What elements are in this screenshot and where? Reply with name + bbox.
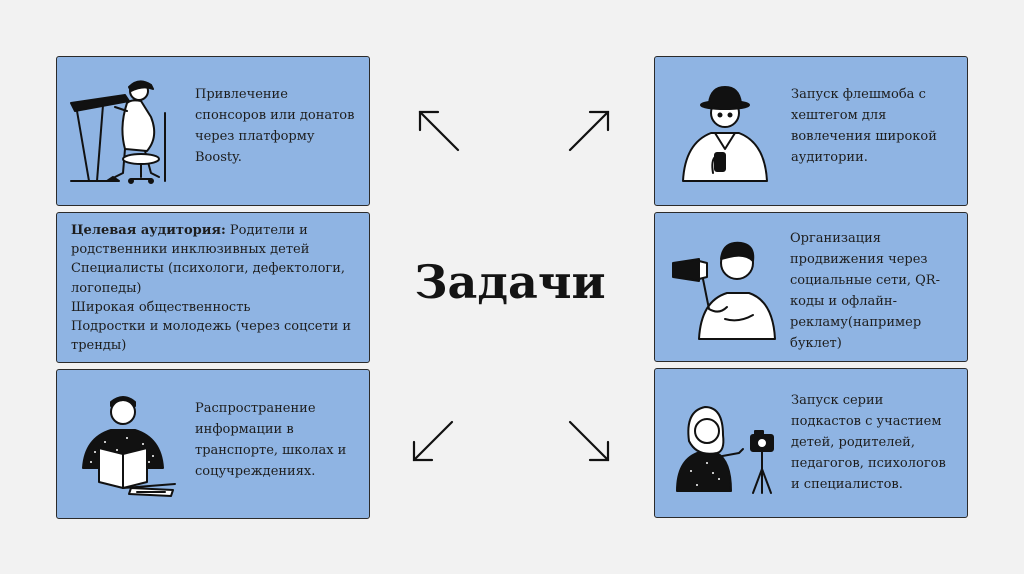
card-info: Распространение информации в транспорте,… xyxy=(56,369,370,519)
card-podcasts: Запуск серии подкастов с участием детей,… xyxy=(654,368,968,518)
audience-line: тренды) xyxy=(71,338,127,354)
card-info-text: Распространение информации в транспорте,… xyxy=(195,401,347,479)
card-flashmob-text: Запуск флешмоба с хештегом для вовлечени… xyxy=(791,87,937,165)
man-with-phone-icon xyxy=(675,77,775,191)
audience-line: Подростки и молодежь (через соцсети и xyxy=(71,319,352,335)
arrow-up-left-icon xyxy=(418,110,460,152)
card-promotion-text: Организация продвижения через социальные… xyxy=(790,231,940,351)
card-sponsors-text: Привлечение спонсоров или донатов через … xyxy=(195,87,355,165)
card-podcasts-text: Запуск серии подкастов с участием детей,… xyxy=(791,393,946,492)
card-promotion: Организация продвижения через социальные… xyxy=(654,212,968,362)
man-with-megaphone-icon xyxy=(669,235,779,349)
audience-heading: Целевая аудитория: xyxy=(71,223,226,238)
arrow-up-right-icon xyxy=(568,110,610,152)
page-title: Задачи xyxy=(414,255,606,309)
card-sponsors: Привлечение спонсоров или донатов через … xyxy=(56,56,370,206)
arrow-down-left-icon xyxy=(412,420,454,462)
audience-line: Специалисты (психологи, дефектологи, xyxy=(71,261,346,277)
woman-with-camera-icon xyxy=(667,391,787,505)
man-reading-book-icon xyxy=(65,392,185,506)
audience-line: Родители и xyxy=(229,223,308,238)
audience-line: Широкая общественность xyxy=(71,299,251,315)
card-flashmob: Запуск флешмоба с хештегом для вовлечени… xyxy=(654,56,968,206)
designer-at-drafting-table-icon xyxy=(67,77,177,191)
arrow-down-right-icon xyxy=(568,420,610,462)
card-audience: Целевая аудитория: Родители и родственни… xyxy=(56,212,370,363)
audience-line: логопеды) xyxy=(71,280,142,296)
audience-text: Целевая аудитория: Родители и родственни… xyxy=(71,221,355,355)
audience-line: родственники инклюзивных детей xyxy=(71,242,310,258)
